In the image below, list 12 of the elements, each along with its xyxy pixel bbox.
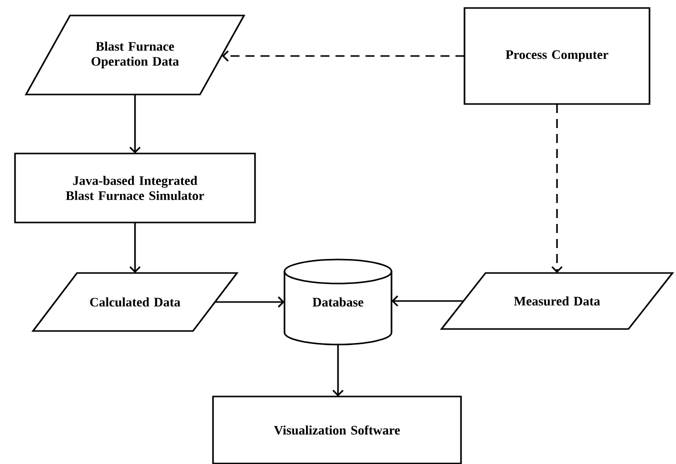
arrow bbox=[551, 104, 563, 273]
arrow bbox=[332, 344, 344, 396]
database-cylinder: Database bbox=[284, 258, 392, 346]
arrow bbox=[215, 296, 284, 308]
arrow bbox=[392, 295, 464, 307]
process-box: Process Computer bbox=[464, 7, 650, 105]
process-box: Java-based Integrated Blast Furnace Simulator bbox=[14, 152, 256, 224]
arrow bbox=[129, 94, 141, 154]
node-label: Database bbox=[312, 297, 364, 307]
arrow bbox=[129, 222, 141, 273]
arrow bbox=[222, 50, 464, 62]
process-box: Visualization Software bbox=[212, 396, 462, 464]
